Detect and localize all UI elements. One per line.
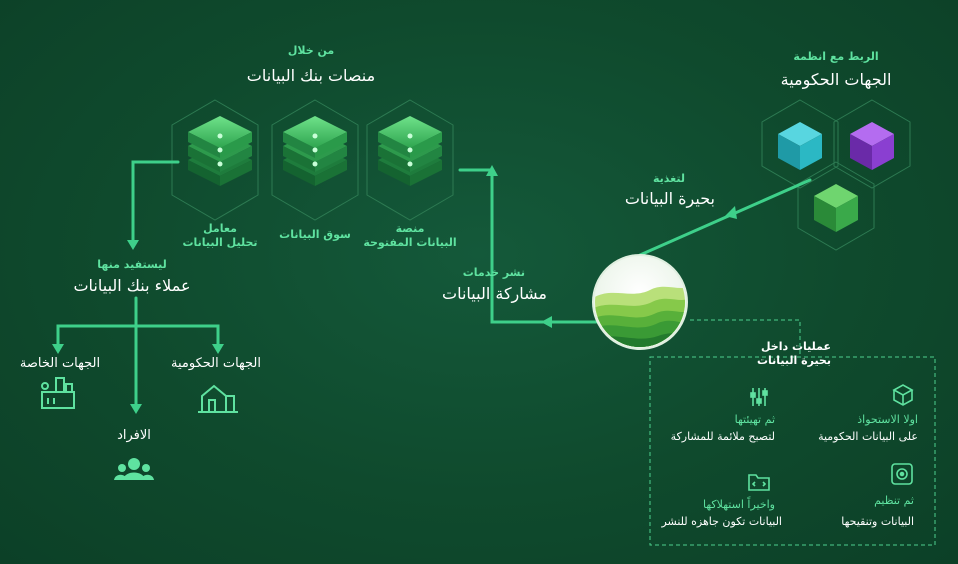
stack-icon-lab [188, 116, 252, 186]
target-icon [891, 463, 913, 485]
customer-government-label: الجهات الحكومية [170, 356, 262, 371]
step-1-accent: اولا الاستحواذ [857, 413, 918, 426]
operations-connector [690, 319, 801, 357]
customers-title: عملاء بنك البيانات [73, 276, 191, 295]
people-icon [114, 458, 154, 480]
cube-icon-green [814, 184, 858, 232]
stack-icon-open-data [378, 116, 442, 186]
sliders-icon [750, 388, 768, 406]
connector-lines [56, 160, 812, 410]
cube-icon-purple [850, 122, 894, 170]
platform-open-data-label-1: منصة [395, 222, 425, 235]
box-icon [892, 384, 914, 406]
arrowheads [52, 165, 737, 414]
step-1-text: على البيانات الحكومية [818, 430, 918, 443]
step-4-accent: واخيراً استهلاكها [703, 498, 775, 511]
platform-market-label: سوق البيانات [279, 228, 351, 241]
platform-lab-label-2: تحليل البيانات [182, 236, 258, 249]
platforms-kicker: من خلال [287, 44, 335, 57]
government-title: الجهات الحكومية [780, 70, 892, 89]
cube-icon-teal [778, 122, 822, 170]
platforms-title: منصات بنك البيانات [246, 66, 376, 85]
step-3-text: البيانات وتنقيحها [841, 515, 914, 528]
platform-hexagons [171, 99, 454, 221]
customer-private-label: الجهات الخاصة [19, 356, 101, 371]
step-3-accent: ثم تنظيم [874, 494, 914, 507]
operations-title-1: عمليات داخل [760, 340, 831, 353]
building-icon [198, 384, 238, 413]
operations-box [649, 356, 936, 546]
step-2-accent: ثم تهيئتها [734, 413, 775, 426]
code-folder-icon [748, 474, 770, 491]
platform-lab-label-1: معامل [203, 222, 237, 235]
sharing-kicker: نشر خدمات [462, 266, 525, 279]
customer-individuals-label: الافراد [117, 428, 151, 443]
data-lake-icon [592, 254, 688, 350]
lake-feed-title: بحيرة البيانات [624, 189, 715, 208]
customers-kicker: ليستفيد منها [97, 258, 167, 271]
operations-title-2: بحيرة البيانات [756, 354, 831, 367]
factory-icon [41, 377, 75, 409]
stack-icon-market [283, 116, 347, 186]
sharing-title: مشاركة البيانات [442, 284, 547, 303]
platform-open-data-label-2: البيانات المفتوحة [363, 236, 457, 249]
step-4-text: البيانات تكون جاهزه للنشر [661, 515, 782, 528]
lake-feed-kicker: لتغذية [653, 172, 685, 185]
step-2-text: لتصبح ملائمة للمشاركة [670, 430, 775, 443]
government-kicker: الربط مع انظمة [793, 50, 879, 63]
